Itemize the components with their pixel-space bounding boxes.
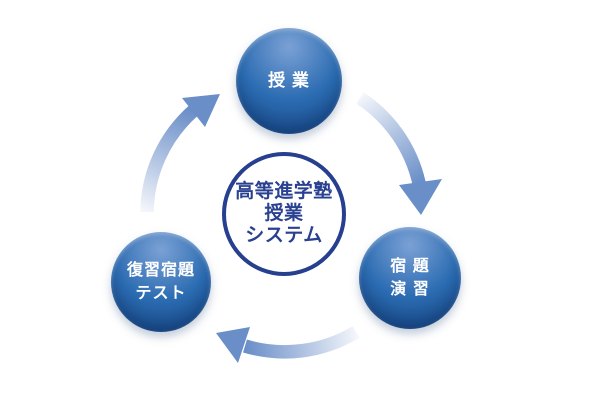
center-title-line1: 高等進学塾 [235, 180, 333, 202]
arrow-arc [243, 326, 360, 359]
node-review-label-line1: 復習宿題 [126, 261, 195, 279]
arrow-arc [356, 92, 426, 185]
node-homework-label-line2: 演 習 [390, 281, 430, 298]
arrow-homework-to-review [216, 326, 360, 363]
node-lesson: 授 業 [236, 28, 342, 134]
arrow-review-to-lesson [140, 94, 220, 213]
arrowhead-down-icon [399, 179, 442, 215]
node-lesson-label: 授 業 [268, 70, 310, 90]
node-homework-practice: 宿 題 演 習 [359, 227, 461, 329]
center-title-line3: システム [245, 225, 323, 247]
node-review-label-line2: テスト [135, 285, 187, 302]
arrowhead-left-icon [216, 327, 250, 363]
center-title-line2: 授業 [264, 202, 304, 224]
center-title-circle: 高等進学塾 授業 システム [222, 152, 346, 276]
arrow-lesson-to-homework [356, 92, 442, 215]
arrowhead-up-icon [182, 94, 220, 127]
node-review-test: 復習宿題 テスト [111, 232, 211, 332]
arrow-arc [140, 105, 198, 213]
node-homework-label-line1: 宿 題 [390, 257, 430, 275]
